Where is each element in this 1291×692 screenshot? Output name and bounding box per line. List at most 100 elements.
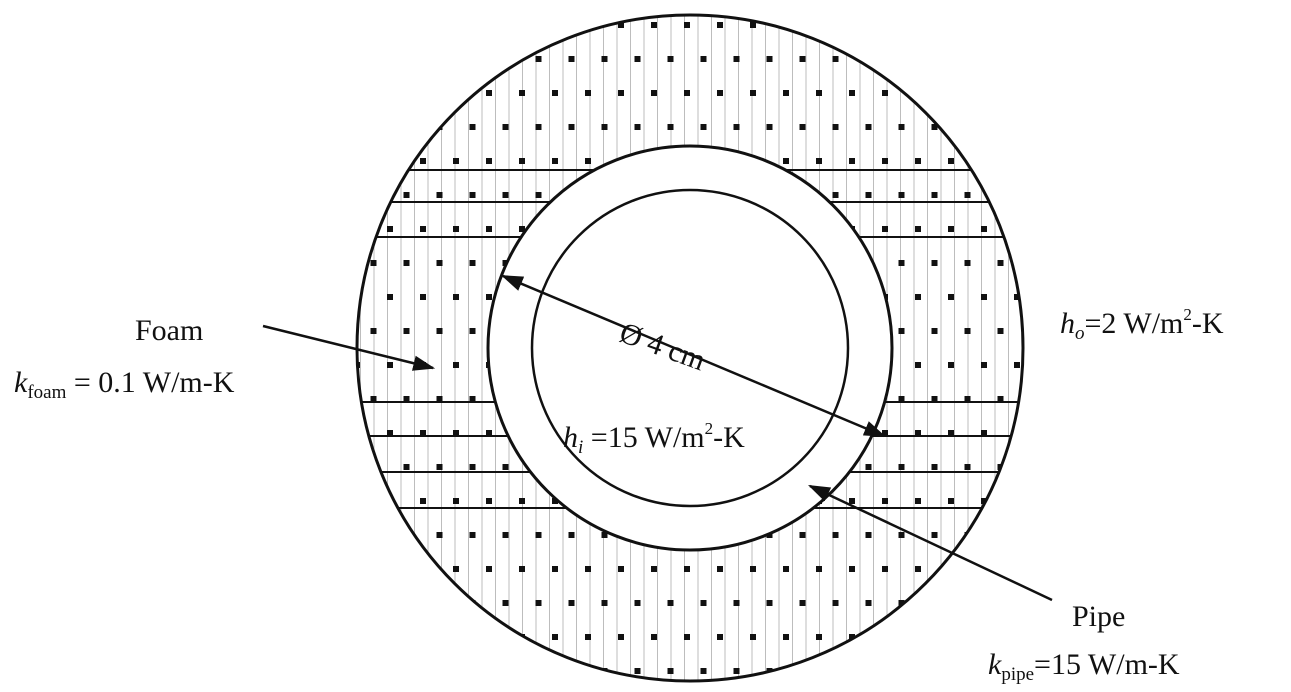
foam-dot: [519, 226, 525, 232]
foam-dot: [370, 260, 377, 266]
foam-dot: [981, 294, 987, 300]
foam-dot: [1014, 566, 1020, 572]
foam-dot: [1014, 294, 1020, 300]
foam-dot: [1014, 362, 1020, 368]
foam-dot: [469, 464, 476, 470]
foam-dot: [486, 430, 492, 436]
foam-dot: [1014, 634, 1020, 640]
foam-dot: [750, 90, 756, 96]
foam-dot: [1014, 430, 1020, 436]
foam-dot: [634, 56, 641, 62]
foam-dot: [403, 260, 410, 266]
foam-dot: [1014, 226, 1020, 232]
foam-dot: [387, 362, 393, 368]
foam-dot: [882, 634, 888, 640]
foam-dot: [618, 634, 624, 640]
foam-dot: [354, 294, 360, 300]
foam-dot: [436, 328, 443, 334]
foam-dot: [519, 22, 525, 28]
foam-dot: [387, 498, 393, 504]
foam-dot: [915, 498, 921, 504]
foam-dot: [766, 56, 773, 62]
foam-dot: [486, 22, 492, 28]
foam-dot: [453, 498, 459, 504]
foam-dot: [931, 124, 938, 130]
foam-dot: [403, 192, 410, 198]
foam-dot: [436, 56, 443, 62]
foam-dot: [948, 90, 954, 96]
foam-dot: [799, 56, 806, 62]
foam-dot: [964, 328, 971, 334]
foam-dot: [882, 498, 888, 504]
foam-dot: [981, 158, 987, 164]
foam-dot: [783, 634, 789, 640]
foam-dot: [420, 226, 426, 232]
foam-dot: [948, 362, 954, 368]
foam-dot: [387, 430, 393, 436]
diameter-arrow: [500, 274, 887, 438]
foam-dot: [585, 158, 591, 164]
foam-dot: [931, 260, 938, 266]
pipe-conductivity-label: kpipe=15 W/m-K: [988, 648, 1180, 685]
foam-dot: [981, 362, 987, 368]
foam-dot: [915, 226, 921, 232]
foam-dot: [436, 396, 443, 402]
foam-dot: [717, 22, 723, 28]
foam-dot: [997, 600, 1004, 606]
foam-dot: [403, 464, 410, 470]
foam-dot: [915, 22, 921, 28]
foam-dot: [684, 634, 690, 640]
foam-dot: [469, 124, 476, 130]
foam-dot: [898, 532, 905, 538]
foam-dot: [403, 396, 410, 402]
foam-dot: [651, 22, 657, 28]
foam-dot: [651, 634, 657, 640]
foam-dot: [420, 430, 426, 436]
foam-dot: [799, 124, 806, 130]
foam-dot: [552, 90, 558, 96]
foam-dot: [816, 158, 822, 164]
foam-dot: [849, 498, 855, 504]
foam-dot: [436, 668, 443, 674]
foam-dot: [997, 396, 1004, 402]
foam-dot: [667, 124, 674, 130]
foam-dot: [1014, 22, 1020, 28]
foam-dot: [766, 124, 773, 130]
foam-dot: [387, 566, 393, 572]
foam-dot: [420, 566, 426, 572]
foam-dot: [436, 600, 443, 606]
foam-dot: [733, 668, 740, 674]
foam-dot: [931, 56, 938, 62]
foam-dot: [882, 226, 888, 232]
foam-dot: [898, 192, 905, 198]
foam-dot: [519, 158, 525, 164]
foam-dot: [420, 90, 426, 96]
foam-dot: [898, 260, 905, 266]
foam-dot: [898, 668, 905, 674]
foam-dot: [816, 566, 822, 572]
foam-dot: [370, 328, 377, 334]
foam-conductivity-label: kfoam = 0.1 W/m-K: [14, 366, 235, 403]
foam-dot: [981, 226, 987, 232]
foam-dot: [799, 668, 806, 674]
foam-dot: [420, 158, 426, 164]
foam-dot: [387, 158, 393, 164]
foam-dot: [948, 158, 954, 164]
foam-dot: [634, 668, 641, 674]
foam-dot: [370, 396, 377, 402]
foam-dot: [981, 90, 987, 96]
foam-dot: [898, 328, 905, 334]
foam-dot: [403, 56, 410, 62]
foam-dot: [370, 464, 377, 470]
foam-dot: [981, 22, 987, 28]
foam-dot: [453, 90, 459, 96]
foam-dot: [931, 328, 938, 334]
foam-dot: [931, 464, 938, 470]
foam-dot: [766, 600, 773, 606]
foam-dot: [865, 532, 872, 538]
foam-dot: [354, 90, 360, 96]
foam-dot: [601, 600, 608, 606]
foam-dot: [849, 22, 855, 28]
foam-dot: [354, 158, 360, 164]
